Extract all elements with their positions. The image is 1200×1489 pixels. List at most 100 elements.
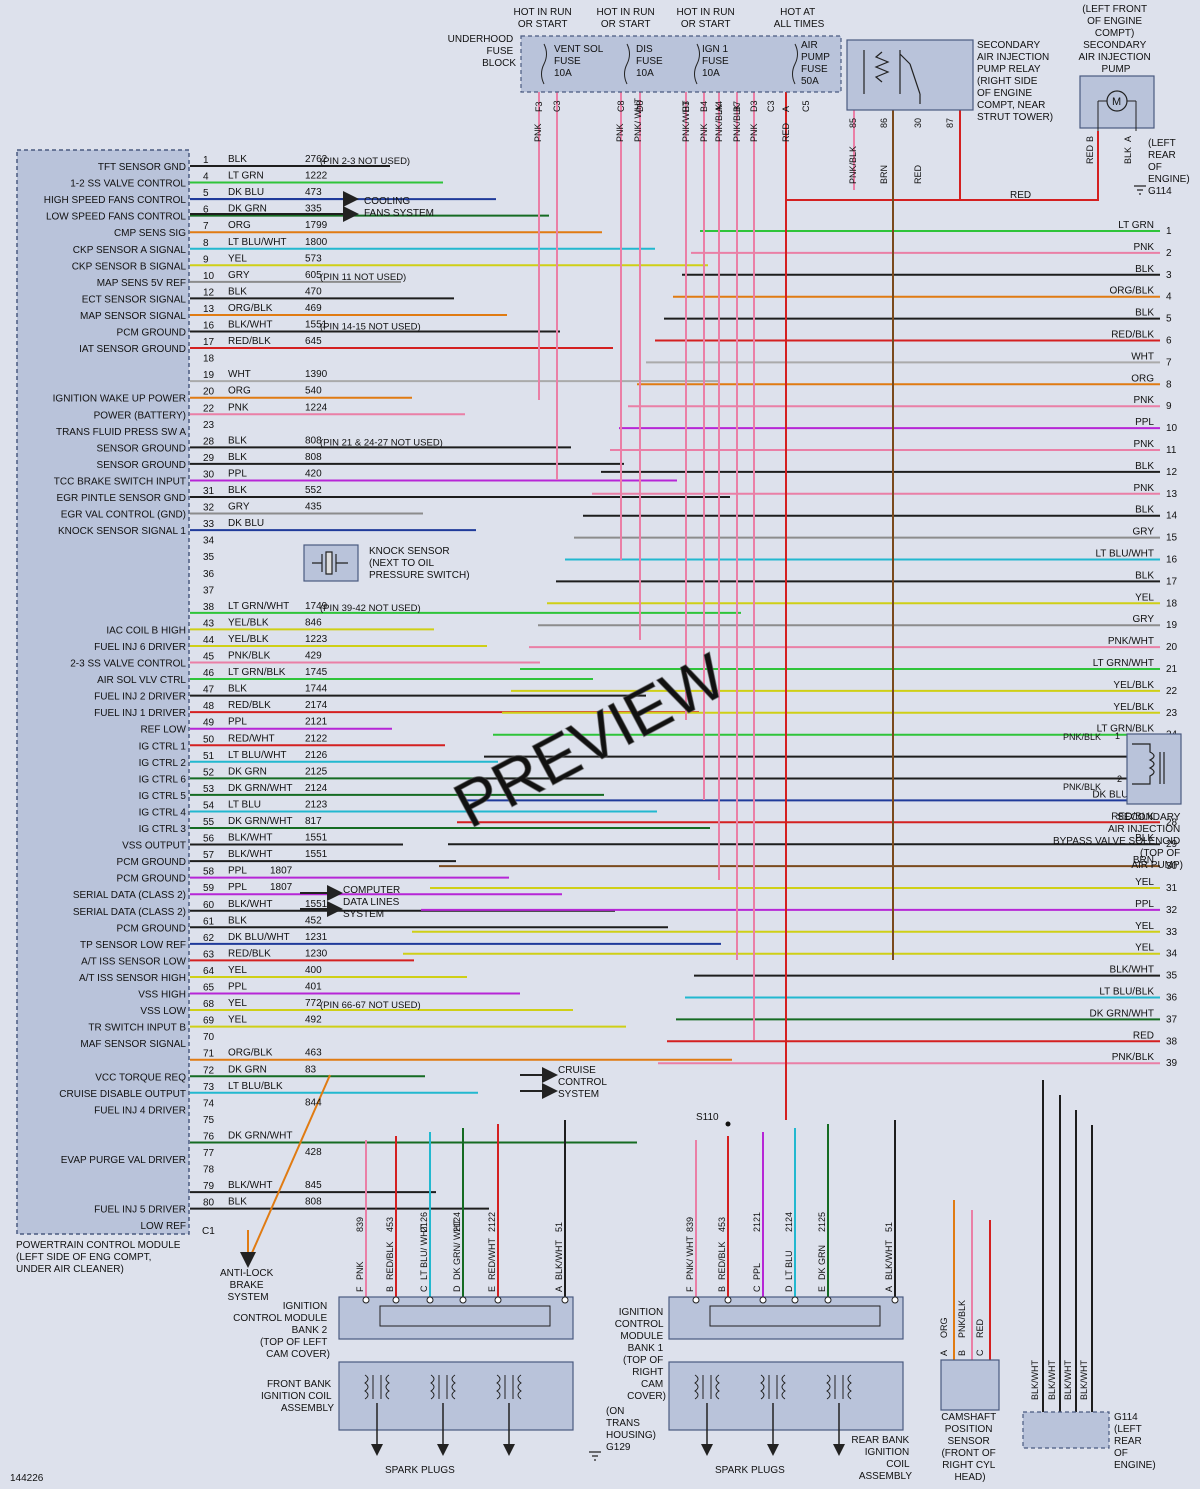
- pcm-wire-color: YEL: [228, 998, 247, 1009]
- icm-wire-label: RED/WHT: [487, 1238, 497, 1280]
- right-terminal-number: 30: [1166, 861, 1178, 872]
- pcm-wire-color: YEL: [228, 1015, 247, 1026]
- pcm-pin-number: 52: [203, 767, 215, 778]
- icm-pin-terminal: [791, 1296, 799, 1304]
- right-wire-color: PNK: [1133, 395, 1154, 406]
- pcm-wire-color: DK BLU: [228, 187, 264, 198]
- icm-circuit: 453: [385, 1217, 395, 1232]
- front-coil-line: ASSEMBLY: [281, 1403, 334, 1414]
- right-wire-color: BLK: [1135, 264, 1154, 275]
- fuse-line: IGN 1: [702, 44, 729, 55]
- pcm-pin-number: 29: [203, 453, 215, 464]
- icm-circuit: 51: [554, 1222, 564, 1232]
- pcm-pin-name: IAC COIL B HIGH: [106, 625, 186, 636]
- pcm-pin-name: PCM GROUND: [117, 857, 186, 868]
- relay-title-line: AIR INJECTION: [977, 52, 1049, 63]
- computer-data-line: DATA LINES: [343, 897, 400, 908]
- right-wire-color: BLK: [1135, 570, 1154, 581]
- fuse-wire-label: PNK/ WHT: [633, 97, 643, 142]
- pcm-pin-name: IG CTRL 2: [139, 758, 187, 769]
- fuse-line: FUSE: [702, 56, 729, 67]
- relay-coil-icon: [863, 50, 921, 104]
- pcm-circuit-number: 1390: [305, 369, 328, 380]
- icm-wire-label: LT BLU/ WHT: [419, 1224, 429, 1280]
- pcm-pin-name: TFT SENSOR GND: [98, 162, 186, 173]
- right-terminal-number: 16: [1166, 555, 1178, 566]
- icm-bank1-box: [668, 1296, 904, 1340]
- air-pump-feed-label: RED: [1010, 190, 1031, 201]
- icm-pin-letter: D: [784, 1285, 794, 1292]
- icm-wire-label: BLK/WHT: [554, 1239, 564, 1280]
- coil-winding: [760, 1374, 786, 1400]
- pcm-circuit-number: 1807: [270, 866, 293, 877]
- icm-bank1-line: COVER): [627, 1391, 666, 1402]
- pcm-circuit-number: 808: [305, 1197, 322, 1208]
- pcm-circuit-number: 2126: [305, 750, 328, 761]
- relay-title-line: COMPT, NEAR: [977, 100, 1045, 111]
- right-terminal-number: 22: [1166, 686, 1178, 697]
- relay-wire-label: RED: [913, 164, 923, 184]
- splice-dot: [725, 1121, 731, 1127]
- pcm-pin-number: 1: [203, 155, 209, 166]
- right-terminal-number: 31: [1166, 883, 1178, 894]
- g129-label: (ON TRANS HOUSING) G129: [606, 1406, 659, 1453]
- pcm-circuit-number: 2174: [305, 700, 328, 711]
- pcm-pin-number: 74: [203, 1098, 215, 1109]
- fuse-pin: A4: [714, 101, 724, 112]
- pcm-pin-number: 73: [203, 1082, 215, 1093]
- icm-bank1-line: MODULE: [620, 1331, 663, 1342]
- coil-winding: [694, 1374, 720, 1400]
- fuse-block-label: UNDERHOOD FUSE BLOCK: [448, 34, 517, 69]
- pcm-pin-name: 2-3 SS VALVE CONTROL: [70, 659, 186, 670]
- cam-sensor-label: CAMSHAFT POSITION SENSOR (FRONT OF RIGHT…: [941, 1412, 999, 1483]
- pcm-pin-number: 18: [203, 354, 215, 365]
- relay-title: SECONDARY AIR INJECTION PUMP RELAY (RIGH…: [977, 40, 1053, 123]
- pcm-pin-name: VCC TORQUE REQ: [95, 1072, 186, 1083]
- bypass-solenoid-line: AIR INJECTION: [1108, 824, 1180, 835]
- pcm-circuit-number: 1224: [305, 402, 328, 413]
- pcm-pin-name: IG CTRL 1: [139, 741, 187, 752]
- right-wire-color: PPL: [1135, 899, 1154, 910]
- right-wire-color: YEL/BLK: [1113, 702, 1154, 713]
- fuse-block-label-line: UNDERHOOD: [448, 34, 514, 45]
- pcm-circuit-number: 335: [305, 204, 322, 215]
- pcm-pin-name: TRANS FLUID PRESS SW A: [56, 427, 186, 438]
- right-wire-color: WHT: [1131, 351, 1154, 362]
- right-wire-color: BLK/WHT: [1110, 965, 1154, 976]
- fuse-wire-label: PNK: [533, 123, 543, 142]
- pcm-circuit-number: 1749: [305, 601, 328, 612]
- pcm-pin-number: 46: [203, 668, 215, 679]
- air-pump-feed-wire: [785, 112, 1099, 201]
- relay-title-line: (RIGHT SIDE: [977, 76, 1038, 87]
- icm-pin-terminal: [392, 1296, 400, 1304]
- pcm-pin-name: PCM GROUND: [117, 874, 186, 885]
- right-wire-color: BRN: [1133, 855, 1154, 866]
- fuse-line: 50A: [801, 76, 819, 87]
- icm-circuit: 453: [717, 1217, 727, 1232]
- icm-pin-terminal: [759, 1296, 767, 1304]
- coil-winding: [430, 1374, 456, 1400]
- pcm-pin-name: FUEL INJ 5 DRIVER: [94, 1205, 186, 1216]
- icm-pin-terminal: [824, 1296, 832, 1304]
- pcm-pin-number: 28: [203, 436, 215, 447]
- pcm-wire-color: ORG/BLK: [228, 1048, 273, 1059]
- pcm-title-line: (LEFT SIDE OF ENG COMPT,: [16, 1252, 151, 1263]
- front-coil-box: [338, 1361, 574, 1431]
- spark-plugs-label: SPARK PLUGS: [715, 1465, 785, 1476]
- icm-bank1-line: BANK 1: [628, 1343, 664, 1354]
- pcm-circuit-number: 1551: [305, 849, 328, 860]
- pcm-circuit-number: 1223: [305, 634, 328, 645]
- pcm-wire-color: BLK: [228, 452, 247, 463]
- pcm-pin-number: 69: [203, 1016, 215, 1027]
- g114-line: G114: [1114, 1412, 1138, 1423]
- pcm-title: POWERTRAIN CONTROL MODULE (LEFT SIDE OF …: [16, 1240, 183, 1275]
- right-terminal-number: 13: [1166, 489, 1178, 500]
- cam-sensor-line: RIGHT CYL: [942, 1460, 996, 1471]
- computer-data-label: COMPUTER DATA LINES SYSTEM: [343, 885, 403, 920]
- right-wire-color: ORG/BLK: [1110, 286, 1155, 297]
- pcm-pin-name: FUEL INJ 6 DRIVER: [94, 642, 186, 653]
- pcm-pin-name: CKP SENSOR A SIGNAL: [73, 245, 187, 256]
- pcm-wire-color: BLK: [228, 684, 247, 695]
- ground-label-line: (LEFT: [1148, 138, 1176, 149]
